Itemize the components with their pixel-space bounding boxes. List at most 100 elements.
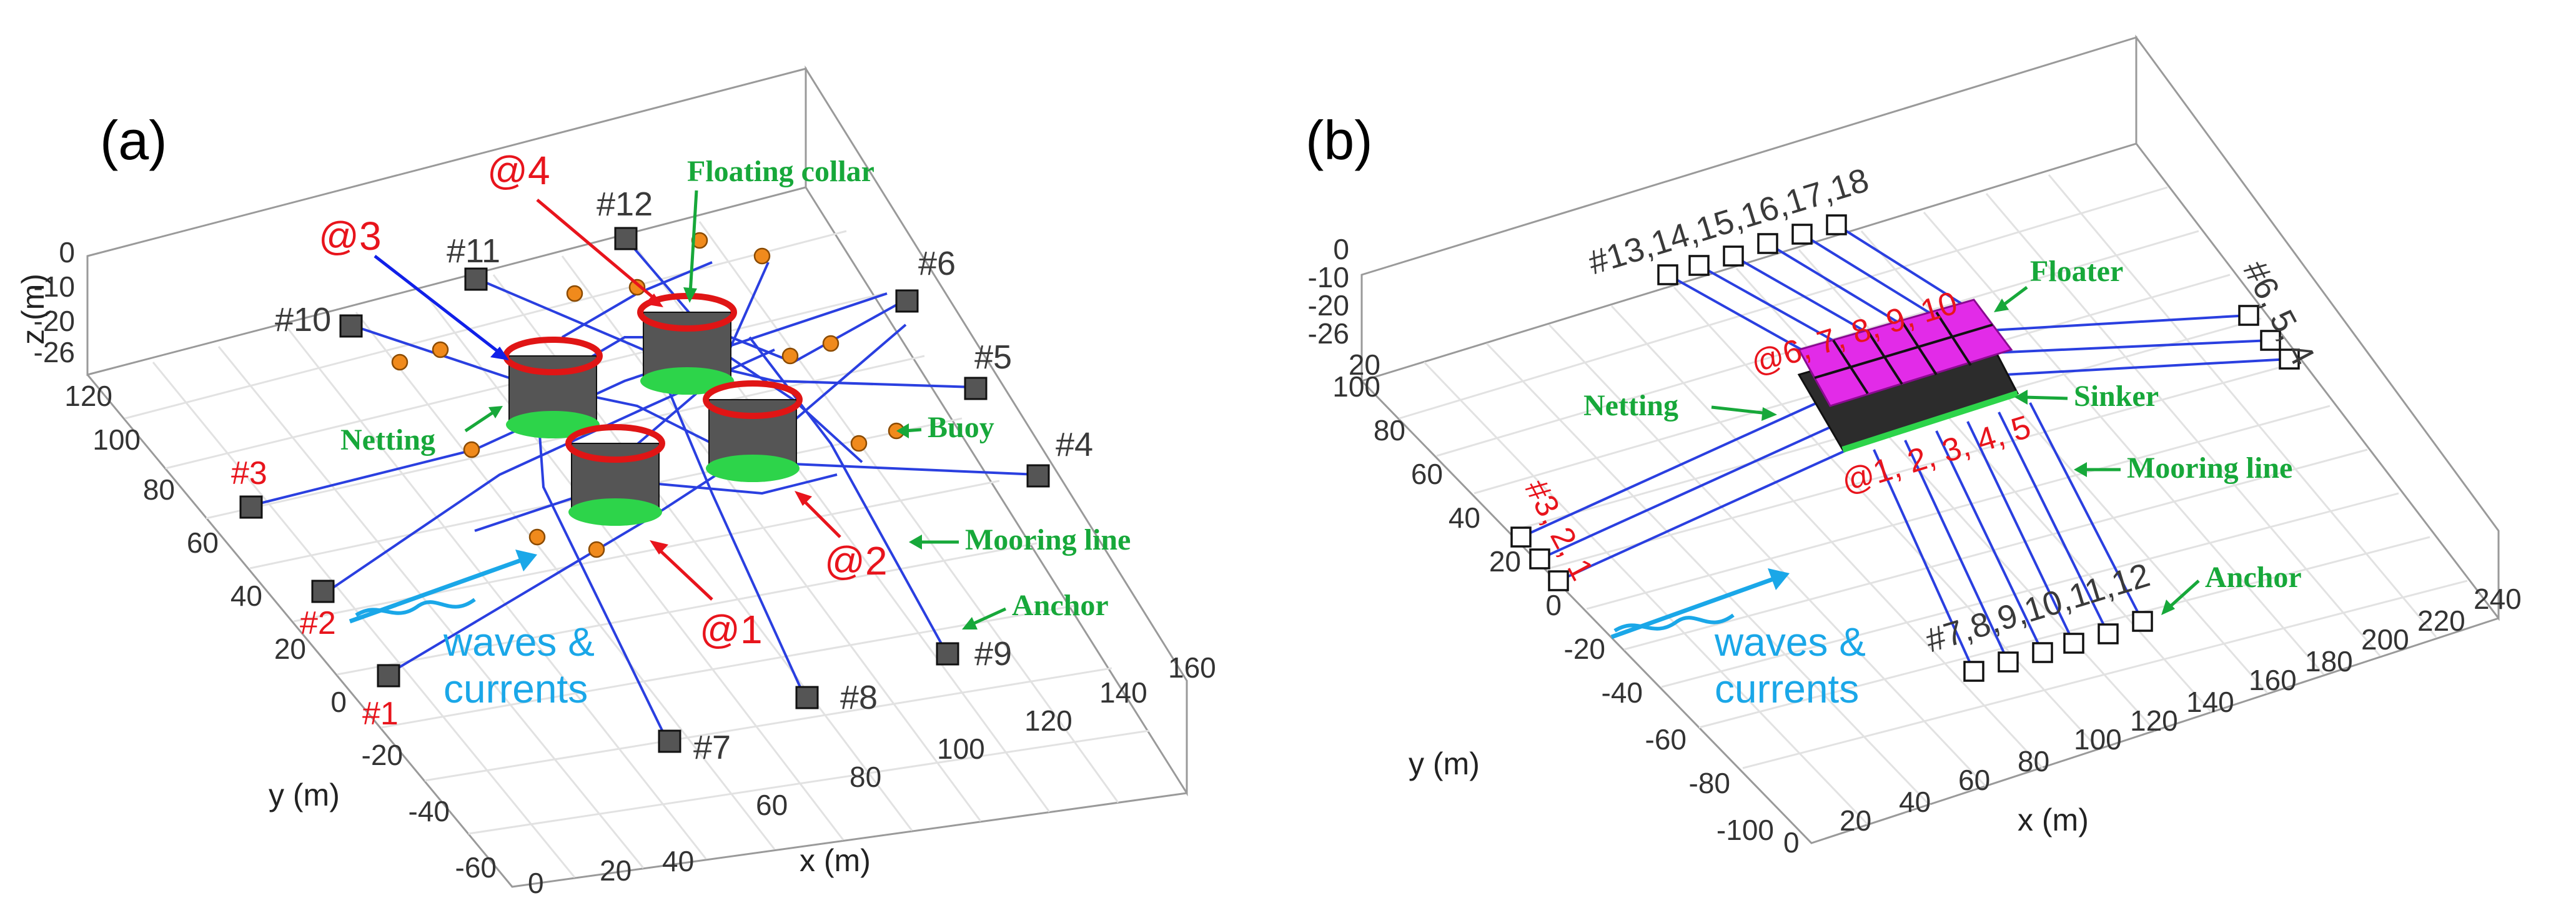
anchor-marker <box>936 642 959 666</box>
label-netting: Netting <box>340 423 435 456</box>
anchor-label-7: #7 <box>693 729 731 766</box>
label-anchor: Anchor <box>1012 589 1109 622</box>
z-tick: -26 <box>1308 317 1349 350</box>
y-tick: 0 <box>330 686 347 718</box>
anchor-marker <box>1026 464 1050 488</box>
anchor-label-3: #3 <box>231 455 267 491</box>
panel-a-floor-edge <box>86 374 1187 888</box>
panel-b: (b) <box>1305 34 2522 859</box>
panel-b-mooring-lines <box>1520 224 2290 672</box>
x-tick: 160 <box>1168 651 1216 684</box>
x-tick: 40 <box>1899 786 1931 818</box>
x-tick: 120 <box>1024 704 1073 737</box>
label-netting-b: Netting <box>1583 389 1678 422</box>
label-anchor-b: Anchor <box>2205 561 2302 594</box>
y-tick: 20 <box>1349 348 1380 381</box>
buoy <box>781 347 799 365</box>
anchor-marker <box>339 314 363 338</box>
panel-a-flow: waves & currents <box>349 550 595 711</box>
x-tick: 0 <box>528 867 544 899</box>
y-tick: 40 <box>230 580 262 612</box>
x-tick: 200 <box>2361 623 2409 656</box>
anchor-marker <box>2279 348 2300 370</box>
x-tick: 20 <box>600 854 632 887</box>
y-tick: 100 <box>92 423 141 456</box>
x-tick: 80 <box>2018 745 2049 777</box>
x-tick: 140 <box>1099 676 1147 709</box>
anchor-label-1: #1 <box>362 696 399 732</box>
anchor-label-5: #5 <box>974 338 1012 376</box>
anchor-label-9: #9 <box>974 635 1012 673</box>
cage-label-4: @4 <box>487 148 550 193</box>
anchor-label-11: #11 <box>447 232 500 270</box>
z-tick: -26 <box>34 336 75 368</box>
x-axis-title: x (m) <box>800 843 871 878</box>
z-tick: -20 <box>1308 289 1349 322</box>
panel-b-z-ticks: 0 -10 -20 -26 <box>1308 233 1349 350</box>
label-sinker: Sinker <box>2074 380 2159 413</box>
buoy <box>566 285 583 302</box>
buoy <box>628 279 646 296</box>
z-tick: -20 <box>34 305 75 337</box>
cage-array-floater <box>1797 299 2013 407</box>
x-tick: 80 <box>850 761 881 793</box>
cage-a-2 <box>703 380 803 482</box>
panel-a-x-ticks: 0 20 40 60 80 100 120 140 160 x (m) <box>528 651 1216 899</box>
x-tick: 60 <box>1958 764 1990 796</box>
y-tick: -20 <box>362 739 403 771</box>
flow-label-line2-b: currents <box>1715 666 1859 711</box>
panel-a: (a) 0 - <box>16 65 1216 899</box>
anchor-marker <box>1529 548 1550 570</box>
buoy <box>391 353 409 371</box>
y-axis-title-b: y (m) <box>1409 746 1480 781</box>
label-mooring-line: Mooring line <box>965 523 1131 556</box>
label-floater: Floater <box>2030 255 2123 288</box>
y-tick: 60 <box>1411 458 1443 490</box>
y-tick: -60 <box>1645 723 1687 756</box>
flow-label-line2: currents <box>443 666 588 711</box>
x-axis-title-b: x (m) <box>2018 802 2089 837</box>
cage-label-1: @1 <box>700 607 763 652</box>
anchor-marker <box>1998 651 2019 673</box>
anchor-marker <box>1510 526 1532 548</box>
y-tick: 120 <box>64 380 112 412</box>
panel-b-label: (b) <box>1305 109 1373 171</box>
y-tick: 80 <box>143 473 175 506</box>
cage-label-2: @2 <box>825 538 888 583</box>
label-buoy: Buoy <box>928 411 994 444</box>
wave-icon <box>1613 613 1735 633</box>
y-axis-title: y (m) <box>269 777 340 812</box>
anchor-marker <box>1688 255 1710 276</box>
flow-label-line1-b: waves & <box>1714 619 1866 664</box>
anchor-label-12: #12 <box>597 185 653 223</box>
anchor-marker <box>239 495 263 519</box>
y-tick: 60 <box>187 526 219 559</box>
x-tick: 60 <box>756 789 788 821</box>
y-tick: 40 <box>1449 501 1480 534</box>
x-tick: 220 <box>2417 605 2465 637</box>
cage-a-1 <box>565 424 665 526</box>
x-tick: 240 <box>2474 583 2522 615</box>
z-tick: 0 <box>1333 233 1349 265</box>
buoy <box>822 335 840 352</box>
y-tick: 0 <box>1545 589 1562 621</box>
panel-b-flow: waves & currents <box>1610 568 1866 711</box>
panel-a-cage-labels: @1 @2 @3 @4 <box>319 148 888 652</box>
x-tick: 140 <box>2186 686 2234 718</box>
buoy <box>753 247 771 265</box>
x-tick: 40 <box>662 845 694 877</box>
panel-a-anchors <box>239 227 1050 753</box>
flow-arrow-icon <box>1610 575 1778 639</box>
buoy <box>850 435 868 452</box>
x-tick: 100 <box>937 733 985 765</box>
anchor-label-10: #10 <box>275 301 331 338</box>
anchor-marker <box>1657 264 1678 285</box>
label-floating-collar: Floating collar <box>687 155 874 188</box>
panel-a-cages <box>503 293 803 526</box>
anchor-marker <box>2032 642 2053 663</box>
z-tick: -10 <box>1308 261 1349 294</box>
anchor-label-2: #2 <box>300 605 336 641</box>
anchor-marker <box>964 377 988 400</box>
x-tick: 160 <box>2249 664 2297 696</box>
